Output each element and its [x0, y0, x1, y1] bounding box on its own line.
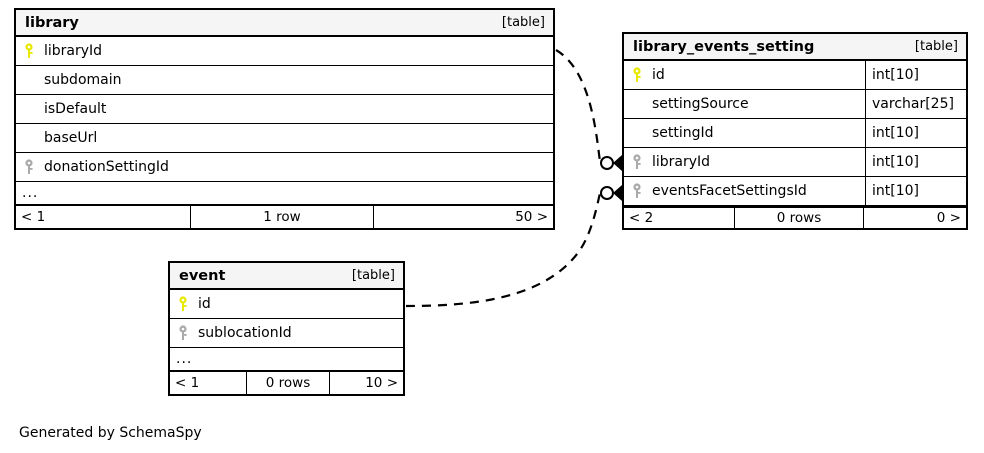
- table-title: event: [179, 267, 226, 284]
- table-library-events-setting[interactable]: library_events_setting [table] id int[10…: [622, 32, 968, 230]
- table-row[interactable]: libraryId int[10]: [624, 148, 966, 177]
- key-icon-yellow: [170, 296, 196, 312]
- table-type-tag: [table]: [914, 39, 958, 54]
- table-row[interactable]: subdomain: [16, 66, 553, 95]
- row-count-label: 0 rows: [734, 208, 864, 228]
- column-type: int[10]: [865, 61, 966, 89]
- table-title: library: [25, 14, 79, 31]
- column-type: int[10]: [865, 177, 966, 205]
- column-type: varchar[25]: [865, 90, 966, 118]
- table-header: event [table]: [170, 263, 403, 290]
- column-name: id: [652, 67, 665, 83]
- column-name: settingSource: [652, 96, 749, 112]
- generated-by-label: Generated by SchemaSpy: [19, 425, 202, 441]
- key-icon-yellow: [624, 67, 650, 83]
- more-columns-ellipsis[interactable]: ...: [16, 182, 553, 206]
- prev-page-button[interactable]: < 1: [175, 375, 200, 391]
- relationship-line-event-to-library-events-setting: [405, 192, 602, 308]
- table-type-tag: [table]: [501, 15, 545, 30]
- cardinality-zero-marker-libraryid: [600, 156, 614, 170]
- table-footer: < 2 0 rows 0 >: [624, 206, 966, 228]
- table-header: library_events_setting [table]: [624, 34, 966, 61]
- table-row[interactable]: isDefault: [16, 95, 553, 124]
- column-name: settingId: [652, 125, 714, 141]
- table-row[interactable]: eventsFacetSettingsId int[10]: [624, 177, 966, 206]
- row-count-label: 0 rows: [246, 372, 330, 394]
- table-row[interactable]: id int[10]: [624, 61, 966, 90]
- table-row[interactable]: baseUrl: [16, 124, 553, 153]
- prev-page-button[interactable]: < 1: [21, 209, 46, 225]
- column-name: sublocationId: [198, 325, 292, 341]
- crowsfoot-many-marker-libraryid: [613, 155, 622, 171]
- key-icon-gray: [170, 325, 196, 341]
- column-name: subdomain: [44, 72, 122, 88]
- column-name: isDefault: [44, 101, 107, 117]
- table-event[interactable]: event [table] id sublocationId ... < 1 0…: [168, 261, 405, 396]
- table-row[interactable]: id: [170, 290, 403, 319]
- relationship-line-library-to-library-events-setting: [555, 49, 602, 163]
- cardinality-zero-marker-eventsfacetsettingsid: [600, 186, 614, 200]
- more-columns-ellipsis[interactable]: ...: [170, 348, 403, 372]
- column-name: libraryId: [652, 154, 711, 170]
- column-type: int[10]: [865, 119, 966, 147]
- key-icon-gray: [624, 154, 650, 170]
- next-page-button[interactable]: 10 >: [365, 375, 398, 391]
- key-icon-gray: [624, 183, 650, 199]
- table-footer: < 1 1 row 50 >: [16, 206, 553, 228]
- table-row[interactable]: sublocationId: [170, 319, 403, 348]
- key-icon-yellow: [16, 43, 42, 59]
- row-count-label: 1 row: [190, 206, 374, 228]
- table-type-tag: [table]: [351, 268, 395, 283]
- column-name: eventsFacetSettingsId: [652, 183, 807, 199]
- table-row[interactable]: settingId int[10]: [624, 119, 966, 148]
- key-icon-gray: [16, 159, 42, 175]
- table-row[interactable]: libraryId: [16, 37, 553, 66]
- table-library[interactable]: library [table] libraryId subdomain isDe…: [14, 8, 555, 230]
- column-type: int[10]: [865, 148, 966, 176]
- crowsfoot-many-marker-eventsfacetsettingsid: [613, 185, 622, 201]
- column-name: libraryId: [44, 43, 103, 59]
- table-title: library_events_setting: [633, 38, 815, 55]
- table-footer: < 1 0 rows 10 >: [170, 372, 403, 394]
- column-name: id: [198, 296, 211, 312]
- next-page-button[interactable]: 50 >: [515, 209, 548, 225]
- column-name: donationSettingId: [44, 159, 169, 175]
- column-name: baseUrl: [44, 130, 98, 146]
- table-header: library [table]: [16, 10, 553, 37]
- table-row[interactable]: donationSettingId: [16, 153, 553, 182]
- next-page-button[interactable]: 0 >: [936, 210, 961, 226]
- table-row[interactable]: settingSource varchar[25]: [624, 90, 966, 119]
- prev-page-button[interactable]: < 2: [629, 210, 654, 226]
